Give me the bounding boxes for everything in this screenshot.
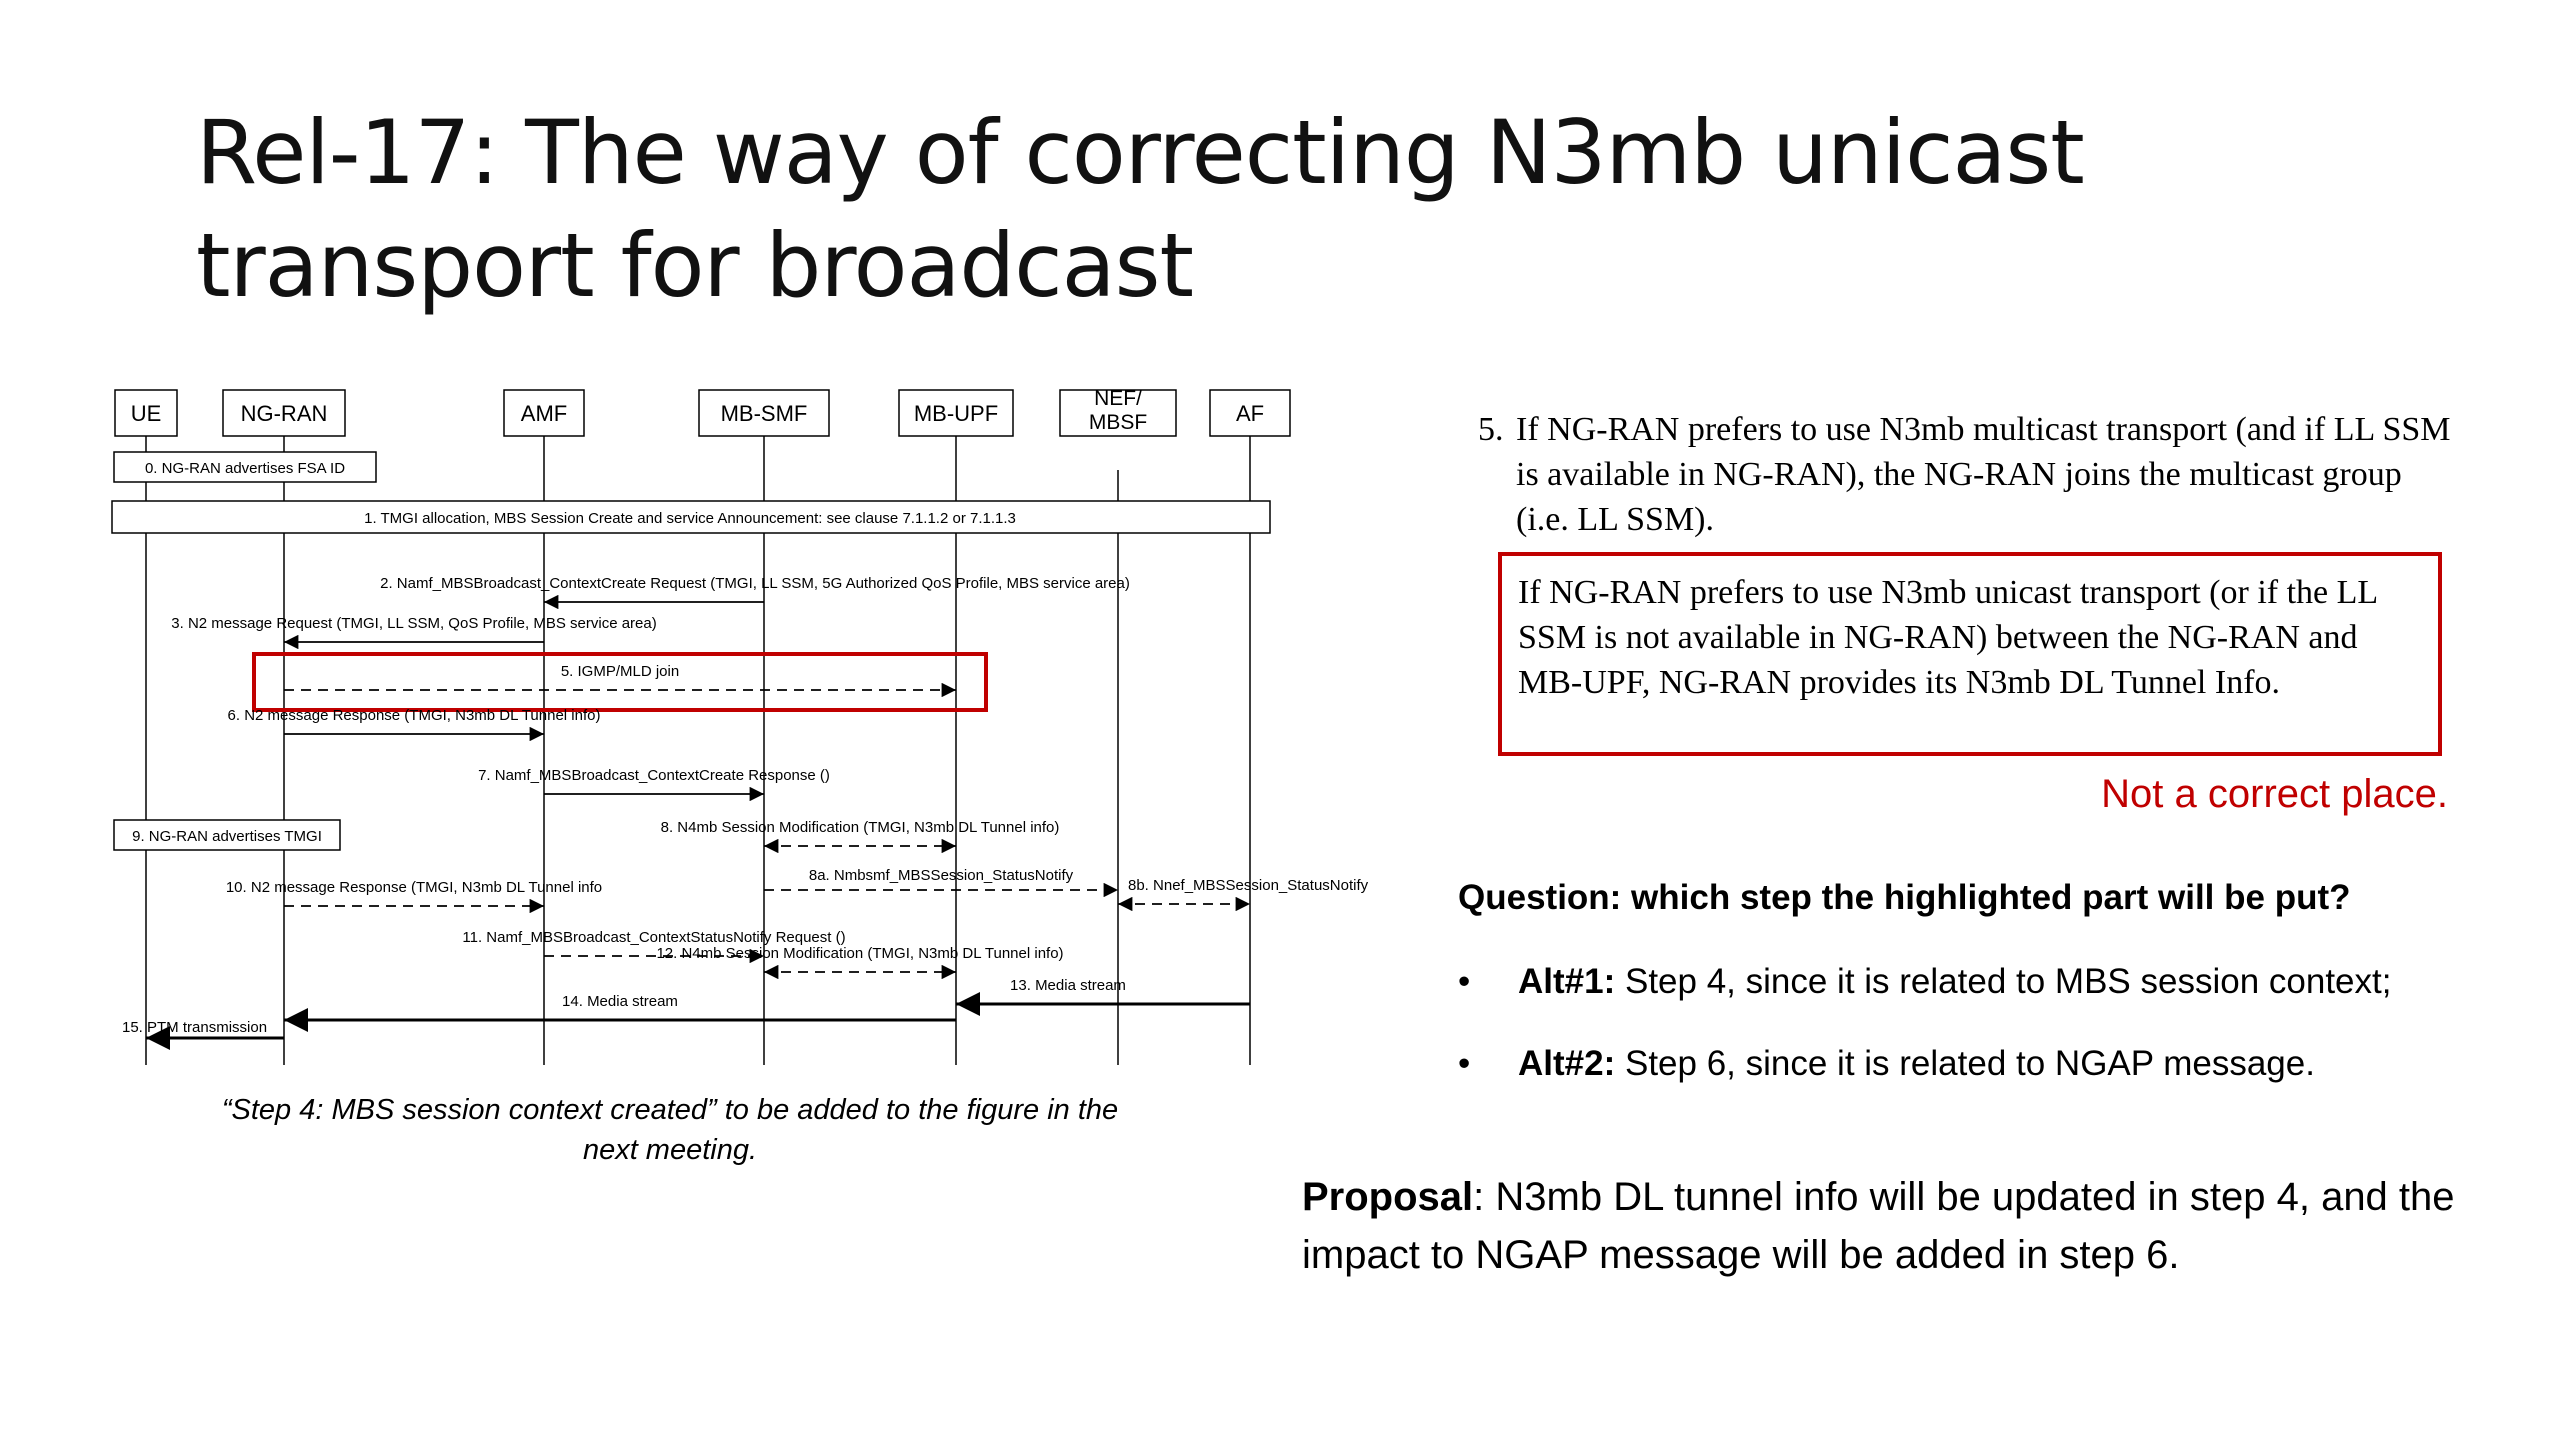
highlight-box <box>252 652 988 712</box>
slide-title: Rel-17: The way of correcting N3mb unica… <box>196 101 2085 317</box>
message-label: 13. Media stream <box>1010 977 1126 994</box>
message-label: 10. N2 message Response (TMGI, N3mb DL T… <box>226 879 602 896</box>
message-label: 14. Media stream <box>562 993 678 1010</box>
note-label: 1. TMGI allocation, MBS Session Create a… <box>364 510 1016 527</box>
figure-caption: “Step 4: MBS session context created” to… <box>221 1094 1119 1166</box>
entity-box <box>222 389 346 437</box>
message-label: 15. PTM transmission <box>122 1019 267 1036</box>
message-label: 11. Namf_MBSBroadcast_ContextStatusNotif… <box>462 929 845 946</box>
step5-paragraph: 5. If NG-RAN prefers to use N3mb multica… <box>1478 407 2458 542</box>
message-label: 8b. Nnef_MBSSession_StatusNotify <box>1128 877 1369 894</box>
question-text: Question: which step the highlighted par… <box>1458 878 2351 917</box>
entity-label: MB-UPF <box>914 401 998 426</box>
entity-label: NEF/ <box>1094 387 1142 410</box>
not-correct-note: Not a correct place. <box>2101 772 2448 816</box>
message-label: 7. Namf_MBSBroadcast_ContextCreate Respo… <box>478 767 830 784</box>
alternative-2: • Alt#2: Step 6, since it is related to N… <box>1458 1044 2315 1084</box>
note-box <box>113 819 341 851</box>
bullet-icon: • <box>1458 962 1471 1001</box>
entity-label: MB-SMF <box>721 401 808 426</box>
alt-label: Alt#1: <box>1518 962 1616 1001</box>
note-label: 0. NG-RAN advertises FSA ID <box>145 460 345 477</box>
alternative-1: • Alt#1: Step 4, since it is related to M… <box>1458 962 2391 1002</box>
message-label: 8a. Nmbsmf_MBSSession_StatusNotify <box>809 867 1074 884</box>
bullet-icon: • <box>1458 1044 1471 1083</box>
entity-box <box>503 389 585 437</box>
message-label: 5. IGMP/MLD join <box>561 663 679 680</box>
note-box <box>111 500 1271 534</box>
entity-label: AF <box>1236 401 1264 426</box>
entity-label: NG-RAN <box>241 401 328 426</box>
proposal-body: : N3mb DL tunnel info will be updated in… <box>1302 1175 2455 1277</box>
alt-text: Step 4, since it is related to MBS sessi… <box>1615 962 2392 1001</box>
step5-text: If NG-RAN prefers to use N3mb multicast … <box>1516 411 2451 538</box>
note-box <box>113 451 377 483</box>
message-label: 8. N4mb Session Modification (TMGI, N3mb… <box>661 819 1060 836</box>
message-label: 12. N4mb Session Modification (TMGI, N3m… <box>656 945 1063 962</box>
highlighted-text-box: If NG-RAN prefers to use N3mb unicast tr… <box>1498 552 2442 756</box>
alt-label: Alt#2: <box>1518 1044 1616 1083</box>
note-label: 9. NG-RAN advertises TMGI <box>132 828 322 845</box>
entity-box <box>1059 389 1177 437</box>
proposal-text: Proposal: N3mb DL tunnel info will be up… <box>1302 1168 2502 1284</box>
entity-label: MBSF <box>1089 411 1147 434</box>
message-label: 2. Namf_MBSBroadcast_ContextCreate Reque… <box>380 575 1130 592</box>
entity-box <box>1209 389 1291 437</box>
entity-label: UE <box>131 401 162 426</box>
sequence-diagram: UE NG-RAN AMF MB-SMF MB-UPF NEF/MBSF AF 0. NG-R… <box>111 387 1369 1065</box>
step5-number: 5. <box>1478 411 1504 448</box>
entity-box <box>898 389 1014 437</box>
message-label: 3. N2 message Request (TMGI, LL SSM, QoS… <box>171 615 656 632</box>
entity-label: AMF <box>521 401 567 426</box>
alt-text: Step 6, since it is related to NGAP mess… <box>1615 1044 2315 1083</box>
proposal-label: Proposal <box>1302 1175 1474 1219</box>
message-label: 6. N2 message Response (TMGI, N3mb DL Tu… <box>228 707 601 724</box>
